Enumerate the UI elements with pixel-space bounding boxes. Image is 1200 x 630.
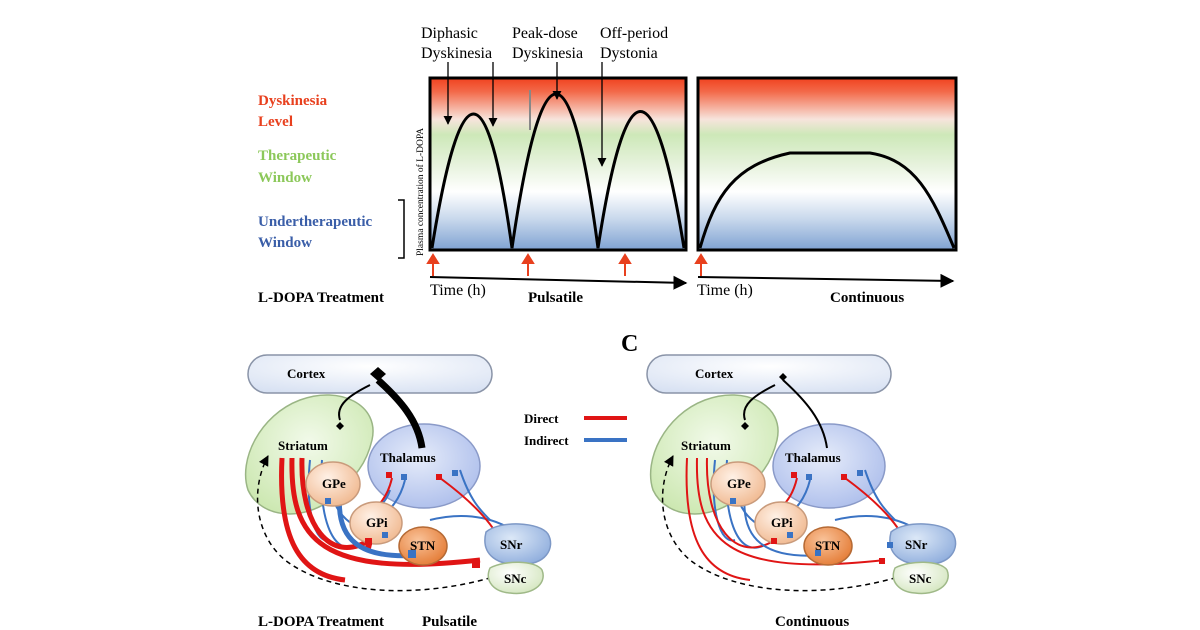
stn-label-right: STN: [815, 538, 841, 553]
striatum-label-right: Striatum: [681, 438, 731, 453]
continuous-time-axis: [697, 273, 955, 288]
annotation-diphasic: Diphasic Dyskinesia: [421, 25, 492, 62]
continuous-curve: [698, 151, 956, 249]
stn-label: STN: [410, 538, 436, 553]
snc-label-right: SNc: [909, 571, 932, 586]
time-label-continuous: Time (h): [697, 282, 753, 299]
cortex-node-right: [646, 354, 892, 394]
gpe-node-right: [710, 461, 766, 507]
gpi-label: GPi: [366, 515, 388, 530]
striatum-label: Striatum: [278, 438, 328, 453]
snr-label-right: SNr: [905, 537, 928, 552]
annotation-peak-dose: Peak-dose Dyskinesia: [512, 25, 583, 62]
snr-node-right: [889, 523, 957, 565]
pulsatile-level-background: [428, 76, 688, 252]
treatment-label-bottom: L-DOPA Treatment: [258, 614, 384, 630]
panel-label: C: [621, 331, 638, 357]
dose-arrows: [426, 253, 708, 276]
pulsatile-graph: [428, 76, 688, 252]
snc-to-striatum-dashed-right: [661, 455, 906, 592]
continuous-label-top: Continuous: [830, 290, 904, 306]
snc-label: SNc: [504, 571, 527, 586]
circuit-pulsatile: Cortex Striatum Thalamus GPe GPi STN SNr…: [244, 354, 552, 595]
gpe-label-right: GPe: [727, 476, 751, 491]
legend-indirect-label: Indirect: [524, 433, 569, 448]
undertherapeutic-bracket: [398, 199, 405, 259]
thalamus-label-right: Thalamus: [785, 450, 841, 465]
gpi-node: [349, 501, 403, 545]
thalamus-label: Thalamus: [380, 450, 436, 465]
annotation-off-period: Off-period Dystonia: [600, 25, 672, 62]
continuous-level-background: [696, 76, 958, 252]
y-axis-label: Plasma concentration of L-DOPA: [415, 128, 426, 256]
cortex-label: Cortex: [287, 366, 326, 381]
snr-label: SNr: [500, 537, 523, 552]
label-therapeutic-window: Therapeutic Window: [258, 148, 340, 186]
label-undertherapeutic-window: Undertherapeutic Window: [258, 214, 376, 251]
legend-direct-label: Direct: [524, 411, 559, 426]
gpe-node: [305, 461, 361, 507]
snr-node: [484, 523, 552, 565]
label-dyskinesia-level: Dyskinesia Level: [258, 93, 331, 130]
snc-to-striatum-dashed: [256, 455, 501, 592]
pulsatile-time-axis: [429, 275, 688, 290]
gpi-node-right: [754, 501, 808, 545]
gpi-label-right: GPi: [771, 515, 793, 530]
pulsatile-label-top: Pulsatile: [528, 290, 583, 306]
time-label-pulsatile: Time (h): [430, 282, 486, 299]
continuous-graph: [696, 76, 958, 252]
cortex-label-right: Cortex: [695, 366, 734, 381]
continuous-label-bottom: Continuous: [775, 614, 849, 630]
pathway-legend: Direct Indirect: [524, 411, 627, 448]
snc-node-right: [892, 561, 949, 595]
gpe-label: GPe: [322, 476, 346, 491]
treatment-label-top: L-DOPA Treatment: [258, 290, 384, 306]
circuit-continuous: Cortex Striatum Thalamus GPe GPi STN SNr…: [646, 354, 957, 595]
pulsatile-label-bottom: Pulsatile: [422, 614, 477, 630]
snc-node: [487, 561, 544, 595]
